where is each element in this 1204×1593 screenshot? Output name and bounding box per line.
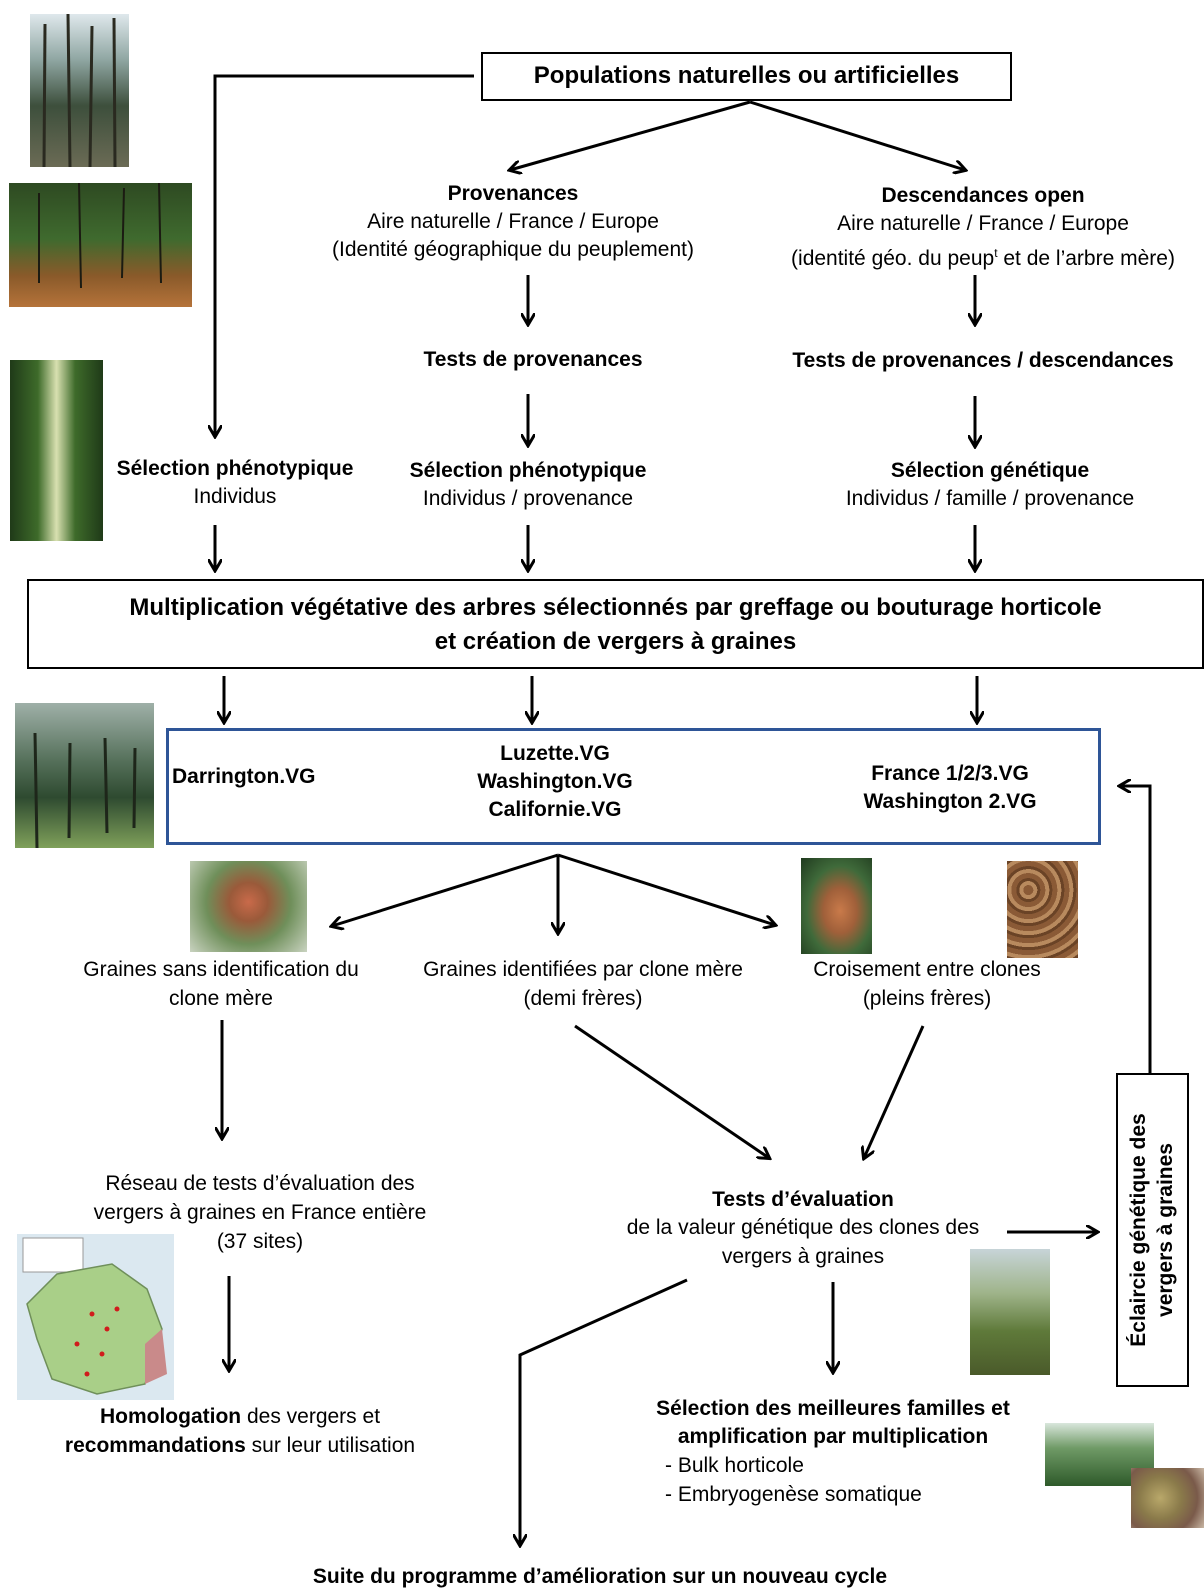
selection-pheno-left-sub: Individus: [193, 485, 277, 508]
provenances-line1: Aire naturelle / France / Europe: [367, 210, 659, 233]
selection-meilleures-line2: amplification par multiplication: [677, 1425, 989, 1448]
selection-meilleures-line1: Sélection des meilleures familles et: [656, 1397, 1010, 1420]
top-box: [481, 52, 1012, 101]
multiplication-box: [27, 579, 1204, 669]
croisement-line1: Croisement entre clones: [813, 958, 1041, 981]
forest-alley-photo: [10, 360, 103, 541]
arrow-top-to-descendances: [749, 100, 965, 170]
tests-evaluation-title: Tests d’évaluation: [712, 1188, 894, 1211]
suite-programme: Suite du programme d’amélioration sur un…: [312, 1565, 888, 1588]
arrow-top-to-selection-pheno-left: [215, 74, 474, 436]
reseau-line1: Réseau de tests d’évaluation des: [105, 1172, 415, 1195]
seeds-photo: [1007, 861, 1078, 958]
croisement-line2: (pleins frères): [862, 987, 992, 1010]
eclaircie-label: Éclaircie génétique des vergers à graine…: [1116, 1073, 1189, 1387]
tests-provenances: Tests de provenances: [423, 348, 643, 371]
embryo-photo: [1131, 1468, 1204, 1528]
vergers-box: [166, 728, 1101, 845]
multiplication-line1: Multiplication végétative des arbres sél…: [129, 594, 1102, 621]
top-box-label: Populations naturelles ou artificielles: [533, 62, 960, 89]
verger-luzette: Luzette.VG: [500, 742, 610, 765]
reseau-line3: (37 sites): [216, 1230, 304, 1253]
seed-orchard-photo: [15, 703, 154, 848]
verger-californie: Californie.VG: [488, 798, 622, 821]
eclaircie-box: [1116, 1073, 1189, 1387]
forest-photo: [30, 14, 129, 167]
arrow-graines-ident-to-tests: [574, 1024, 769, 1158]
provenances-title: Provenances: [447, 182, 579, 205]
eclaircie-line1: Éclaircie génétique des: [1127, 1113, 1150, 1347]
provenances-line2: (Identité géographique du peuplement): [332, 238, 694, 261]
eclaircie-line2: vergers à graines: [1154, 1143, 1177, 1317]
france-map-photo: [17, 1234, 174, 1400]
verger-washington: Washington.VG: [477, 770, 633, 793]
pine-bud-photo: [190, 861, 307, 952]
forest-photo: [9, 183, 192, 307]
verger-washington2: Washington 2.VG: [863, 790, 1037, 813]
arrow-eclaircie-to-vergers: [1120, 786, 1152, 1073]
selection-genetique-sub: Individus / famille / provenance: [845, 487, 1135, 510]
arrow-tests-to-suite: [520, 1278, 688, 1545]
graines-ident-line1: Graines identifiées par clone mère: [423, 958, 743, 981]
reseau-line2: vergers à graines en France entière: [93, 1201, 427, 1224]
selection-meilleures-item1: - Bulk horticole: [665, 1454, 804, 1477]
arrow-verger-to-graines-sans: [332, 853, 559, 926]
verger-darrington: Darrington.VG: [172, 765, 316, 788]
graines-ident-line2: (demi frères): [523, 987, 643, 1010]
arrow-verger-to-croisement: [557, 853, 775, 925]
graines-sans-line1: Graines sans identification du: [83, 958, 359, 981]
selection-pheno-mid-title: Sélection phénotypique: [409, 459, 647, 482]
cone-photo: [801, 858, 872, 954]
descendances-line1: Aire naturelle / France / Europe: [837, 212, 1129, 235]
descendances-line2: (identité géo. du peupt et de l’arbre mè…: [791, 246, 1175, 270]
graines-sans-line2: clone mère: [169, 987, 273, 1010]
selection-meilleures-item2: - Embryogenèse somatique: [665, 1483, 922, 1506]
homologation-line1: Homologation des vergers et: [99, 1405, 381, 1428]
field-test-photo: [970, 1249, 1050, 1375]
tests-evaluation-line1: de la valeur génétique des clones des: [626, 1216, 980, 1239]
arrow-top-to-provenances: [510, 100, 751, 170]
homologation-line2: recommandations sur leur utilisation: [64, 1434, 416, 1457]
selection-pheno-mid-sub: Individus / provenance: [422, 487, 634, 510]
arrow-croisement-to-tests: [864, 1025, 925, 1158]
verger-france: France 1/2/3.VG: [871, 762, 1029, 785]
tests-evaluation-line2: vergers à graines: [721, 1245, 885, 1268]
selection-genetique-title: Sélection génétique: [890, 459, 1090, 482]
tests-provenances-descendances: Tests de provenances / descendances: [792, 349, 1174, 372]
selection-pheno-left-title: Sélection phénotypique: [116, 457, 354, 480]
multiplication-line2: et création de vergers à graines: [434, 628, 797, 655]
descendances-title: Descendances open: [881, 184, 1085, 207]
